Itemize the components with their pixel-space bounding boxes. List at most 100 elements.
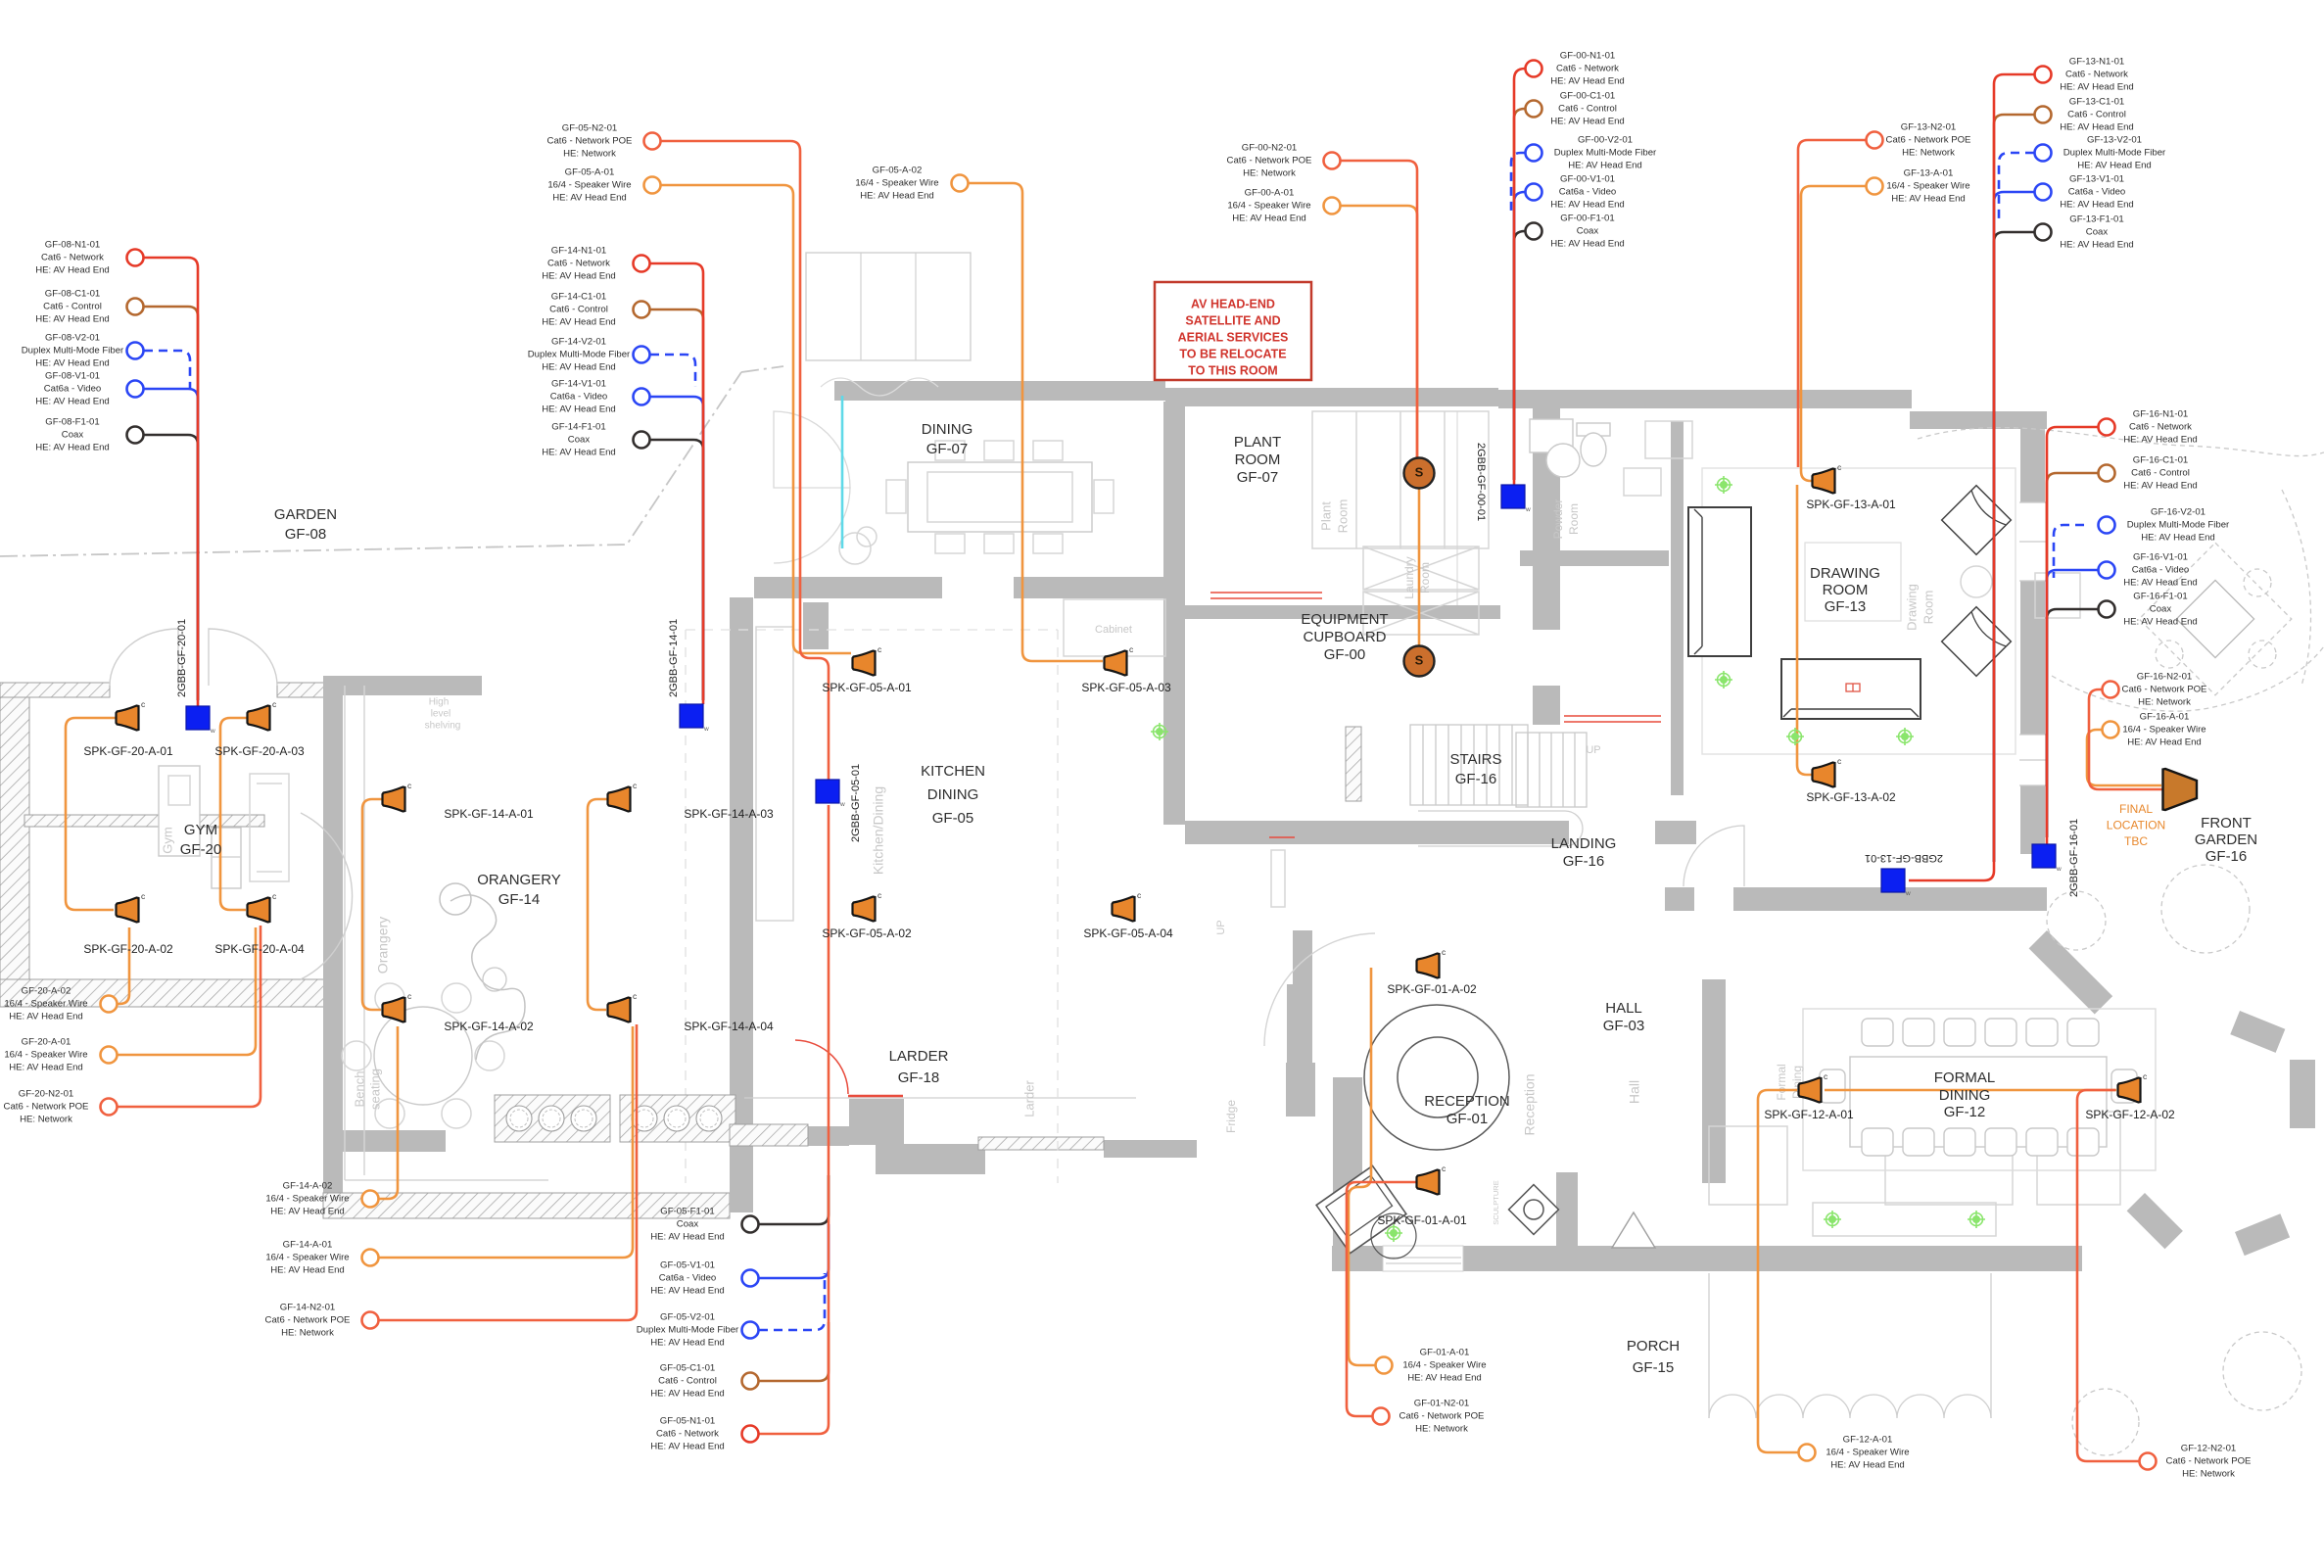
svg-text:HE: AV Head End: HE: AV Head End [1550,116,1625,126]
svg-text:SPK-GF-20-A-02: SPK-GF-20-A-02 [83,942,173,956]
svg-text:SPK-GF-05-A-04: SPK-GF-05-A-04 [1083,927,1173,940]
svg-text:SPK-GF-05-A-02: SPK-GF-05-A-02 [822,927,912,940]
svg-text:c: c [272,699,277,709]
svg-text:HE: AV Head End: HE: AV Head End [1550,75,1625,86]
svg-text:Coax: Coax [568,435,591,446]
svg-text:PLANT: PLANT [1234,434,1281,451]
svg-text:Cat6a - Video: Cat6a - Video [44,384,102,395]
svg-text:16/4 - Speaker Wire: 16/4 - Speaker Wire [2122,725,2205,736]
svg-text:FORMAL: FORMAL [1934,1069,1996,1086]
svg-text:HE: AV Head End: HE: AV Head End [2123,434,2198,445]
svg-text:HE: Network: HE: Network [2182,1468,2235,1479]
svg-text:GF-08-V1-01: GF-08-V1-01 [45,371,100,382]
svg-text:HE: Network: HE: Network [281,1327,334,1338]
svg-text:level: level [431,709,451,720]
svg-text:Fridge: Fridge [1224,1100,1238,1133]
svg-text:GF-00-F1-01: GF-00-F1-01 [1560,214,1614,224]
svg-text:KITCHEN: KITCHEN [921,763,985,780]
svg-text:GF-14-N2-01: GF-14-N2-01 [280,1303,336,1313]
svg-text:GF-00-A-01: GF-00-A-01 [1245,188,1295,199]
svg-text:SPK-GF-05-A-03: SPK-GF-05-A-03 [1081,681,1171,694]
svg-text:Room: Room [1418,562,1432,594]
svg-text:GF-01: GF-01 [1447,1111,1489,1127]
svg-text:GF-01-N2-01: GF-01-N2-01 [1414,1399,1470,1409]
svg-text:GF-16-A-01: GF-16-A-01 [2140,712,2190,723]
svg-text:HE: AV Head End: HE: AV Head End [650,1285,725,1296]
svg-text:c: c [1129,644,1134,654]
svg-text:GF-16: GF-16 [1455,771,1497,787]
svg-text:c: c [2143,1071,2148,1081]
svg-text:HE: AV Head End: HE: AV Head End [860,190,934,201]
svg-text:Cat6 - Control: Cat6 - Control [549,305,608,315]
svg-text:GF-16: GF-16 [1563,853,1605,870]
svg-text:Cat6a - Video: Cat6a - Video [1559,187,1617,198]
svg-text:Duplex Multi-Mode Fiber: Duplex Multi-Mode Fiber [22,346,124,356]
svg-text:SPK-GF-14-A-02: SPK-GF-14-A-02 [444,1020,534,1033]
svg-text:Drawing: Drawing [1904,584,1919,631]
svg-text:16/4 - Speaker Wire: 16/4 - Speaker Wire [547,180,631,191]
svg-text:SPK-GF-05-A-01: SPK-GF-05-A-01 [822,681,912,694]
svg-text:GF-13-F1-01: GF-13-F1-01 [2069,214,2123,225]
svg-text:LANDING: LANDING [1551,835,1617,852]
svg-text:SPK-GF-01-A-02: SPK-GF-01-A-02 [1387,982,1477,996]
svg-text:Duplex Multi-Mode Fiber: Duplex Multi-Mode Fiber [528,350,631,360]
svg-text:HE: AV Head End: HE: AV Head End [2123,480,2198,491]
svg-text:16/4 - Speaker Wire: 16/4 - Speaker Wire [1886,181,1969,192]
svg-text:c: c [1837,462,1842,472]
svg-text:HE: AV Head End: HE: AV Head End [542,316,616,327]
svg-text:16/4 - Speaker Wire: 16/4 - Speaker Wire [265,1253,349,1263]
svg-text:Kitchen/Dining: Kitchen/Dining [871,786,886,875]
svg-text:SPK-GF-12-A-02: SPK-GF-12-A-02 [2085,1108,2175,1121]
svg-text:shelving: shelving [425,721,461,732]
svg-text:16/4 - Speaker Wire: 16/4 - Speaker Wire [1227,201,1310,212]
svg-text:Cat6a - Video: Cat6a - Video [550,392,608,403]
svg-text:DINING: DINING [927,786,979,803]
svg-text:Cat6 - Network POE: Cat6 - Network POE [4,1102,89,1113]
svg-text:GF-14-A-02: GF-14-A-02 [283,1181,333,1192]
svg-text:GF-05-C1-01: GF-05-C1-01 [660,1363,716,1374]
svg-text:HE: AV Head End: HE: AV Head End [542,361,616,372]
svg-text:2GBB-GF-00-01: 2GBB-GF-00-01 [1475,443,1487,521]
svg-text:SPK-GF-20-A-03: SPK-GF-20-A-03 [214,744,305,758]
svg-text:HE: AV Head End: HE: AV Head End [9,1062,83,1072]
svg-text:GF-08: GF-08 [285,526,327,543]
svg-text:2GBB-GF-05-01: 2GBB-GF-05-01 [850,764,862,842]
svg-text:Cat6 - Network: Cat6 - Network [1556,64,1619,74]
svg-text:c: c [1824,1071,1828,1081]
svg-text:HE: AV Head End: HE: AV Head End [650,1441,725,1451]
svg-text:Cat6 - Network POE: Cat6 - Network POE [1227,156,1312,166]
svg-text:GF-00-N1-01: GF-00-N1-01 [1560,51,1616,62]
svg-text:GF-16-N2-01: GF-16-N2-01 [2137,672,2193,683]
svg-text:HE: AV Head End: HE: AV Head End [2060,239,2134,250]
svg-text:HE: AV Head End: HE: AV Head End [2060,81,2134,92]
svg-text:c: c [141,699,146,709]
svg-text:GF-18: GF-18 [898,1069,940,1086]
svg-text:HE: AV Head End: HE: AV Head End [542,270,616,281]
svg-text:Coax: Coax [2086,227,2109,238]
svg-text:HE: AV Head End: HE: AV Head End [650,1231,725,1242]
svg-text:SPK-GF-12-A-01: SPK-GF-12-A-01 [1764,1108,1854,1121]
svg-text:FINAL: FINAL [2119,802,2153,816]
svg-text:HE: Network: HE: Network [1415,1423,1468,1434]
svg-text:Room: Room [1335,499,1350,534]
svg-text:GF-14-C1-01: GF-14-C1-01 [551,292,607,303]
svg-text:HE: AV Head End: HE: AV Head End [2060,121,2134,132]
svg-text:SPK-GF-13-A-02: SPK-GF-13-A-02 [1806,790,1896,804]
svg-text:c: c [877,644,882,654]
svg-text:Coax: Coax [2150,604,2172,615]
svg-text:Cat6 - Network POE: Cat6 - Network POE [547,136,633,147]
svg-text:c: c [877,890,882,900]
svg-text:GF-00-N2-01: GF-00-N2-01 [1242,143,1298,154]
svg-text:Cat6a - Video: Cat6a - Video [2068,187,2126,198]
svg-text:HE: AV Head End: HE: AV Head End [1830,1459,1905,1470]
svg-text:TO BE RELOCATE: TO BE RELOCATE [1179,347,1286,360]
svg-text:w: w [2056,866,2062,873]
svg-text:Coax: Coax [62,430,84,441]
svg-text:GF-05-N2-01: GF-05-N2-01 [562,123,618,134]
svg-text:2GBB-GF-20-01: 2GBB-GF-20-01 [176,619,188,697]
svg-text:S: S [1415,652,1424,667]
svg-text:2GBB-GF-16-01: 2GBB-GF-16-01 [2068,819,2080,897]
svg-text:w: w [703,726,709,733]
svg-text:Duplex Multi-Mode Fiber: Duplex Multi-Mode Fiber [1554,148,1657,159]
svg-text:GF-13-A-01: GF-13-A-01 [1904,168,1954,179]
